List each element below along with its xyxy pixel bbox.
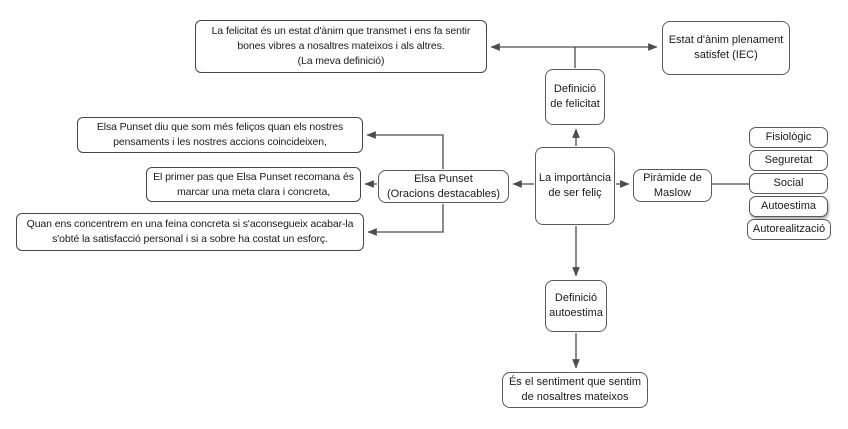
node-definition-own: La felicitat és un estat d'ànim que tran… — [195, 20, 487, 73]
node-quote-meta-clara: El primer pas que Elsa Punset recomana é… — [146, 167, 361, 202]
node-definicio-felicitat: Definició de felicitat — [545, 69, 605, 125]
node-maslow-level-fisiologic: Fisiològic — [749, 127, 828, 148]
node-elsa-punset: Elsa Punset (Oracions destacables) — [378, 170, 509, 203]
node-maslow-level-seguretat: Seguretat — [749, 150, 828, 171]
node-autoestima-definition: És el sentiment que sentim de nosaltres … — [502, 372, 648, 408]
node-quote-pensaments: Elsa Punset diu que som més feliços quan… — [77, 117, 363, 153]
node-piramide-maslow: Piràmide de Maslow — [633, 169, 712, 202]
node-quote-satisfaccio: Quan ens concentrem en una feina concret… — [16, 213, 364, 251]
node-maslow-level-social: Social — [749, 173, 828, 194]
connector-elsa-to-quote-1 — [366, 131, 444, 169]
node-definition-iec: Estat d'ànim plenament satisfet (IEC) — [662, 21, 790, 75]
node-maslow-level-autoestima: Autoestima — [749, 196, 828, 217]
node-maslow-level-autorealitzacio: Autorealització — [747, 219, 831, 240]
node-hub-la-importancia: La importància de ser feliç — [535, 147, 615, 225]
node-definicio-autoestima: Definició autoestima — [545, 280, 607, 332]
connector-elsa-to-quote-3 — [367, 204, 444, 236]
